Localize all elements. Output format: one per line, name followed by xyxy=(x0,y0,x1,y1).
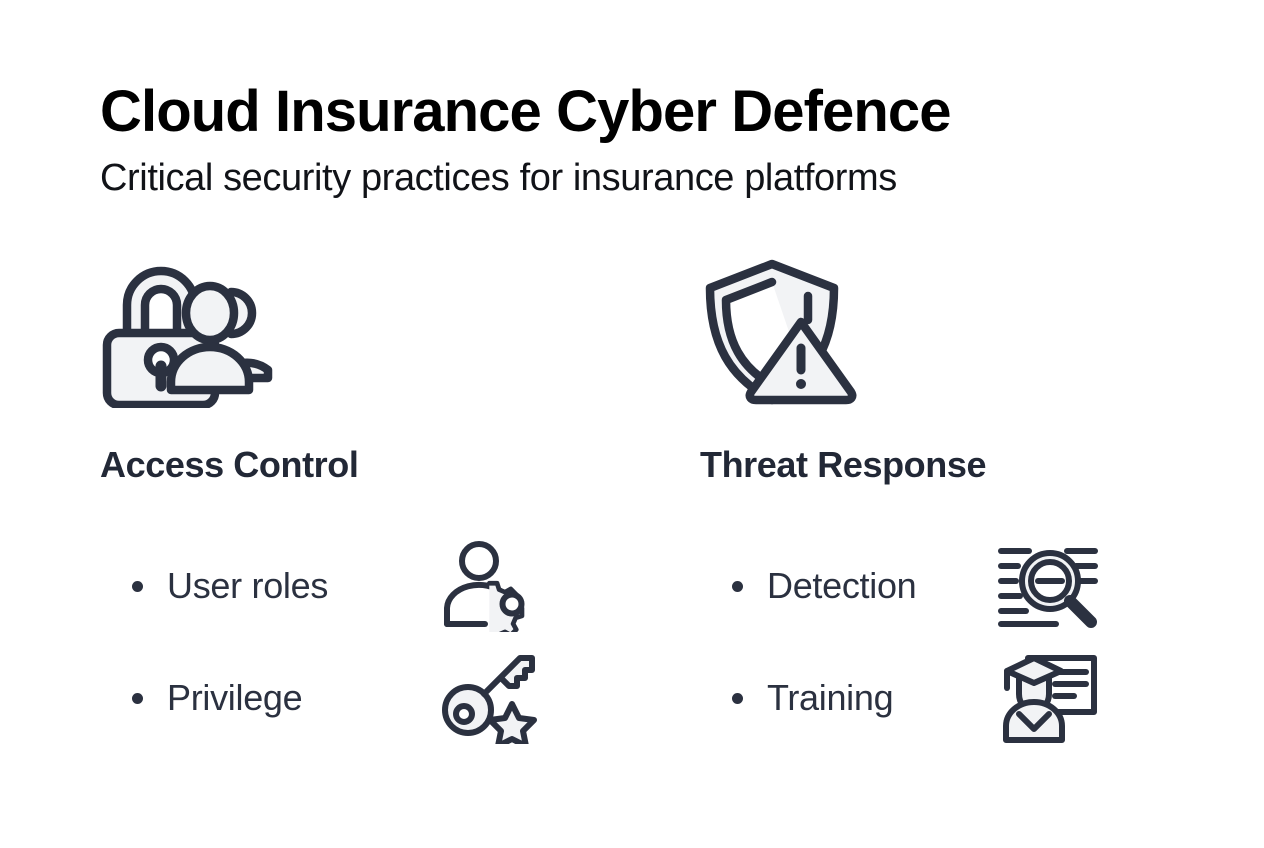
list-item: Detection xyxy=(700,530,1260,642)
header: Cloud Insurance Cyber Defence Critical s… xyxy=(100,79,1180,200)
bullet-list-threat-response: Detection xyxy=(700,530,1260,754)
list-item-label: Privilege xyxy=(167,677,303,718)
list-item-label: User roles xyxy=(167,565,329,606)
list-item: User roles xyxy=(100,530,660,642)
document-magnifier-icon xyxy=(998,540,1098,632)
bullet-dot-icon xyxy=(732,692,743,704)
page-subtitle: Critical security practices for insuranc… xyxy=(100,157,897,200)
bullet-dot-icon xyxy=(732,580,743,592)
list-item-label: Training xyxy=(767,677,894,718)
padlock-users-icon xyxy=(100,258,660,408)
bullet-list-access-control: User roles Privilege xyxy=(100,530,660,754)
list-item-label: Detection xyxy=(767,565,917,606)
graduate-board-icon xyxy=(998,652,1098,744)
bullet-dot-icon xyxy=(132,692,143,704)
list-item: Training xyxy=(700,642,1260,754)
list-item: Privilege xyxy=(100,642,660,754)
content-columns: Access Control User roles xyxy=(0,258,1264,778)
page-title: Cloud Insurance Cyber Defence xyxy=(100,79,951,144)
column-threat-response: Threat Response Detection xyxy=(700,258,1260,754)
shield-warning-icon xyxy=(700,258,1260,408)
section-heading-access-control: Access Control xyxy=(100,444,359,485)
key-star-icon xyxy=(440,652,540,744)
bullet-dot-icon xyxy=(132,580,143,592)
section-heading-threat-response: Threat Response xyxy=(700,444,987,485)
column-access-control: Access Control User roles xyxy=(100,258,660,754)
user-gear-icon xyxy=(440,540,540,632)
